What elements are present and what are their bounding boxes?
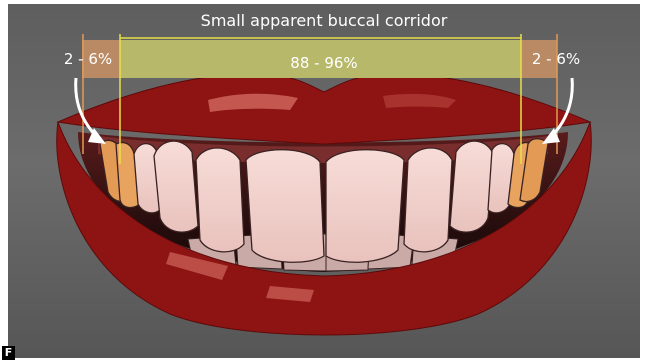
zone-right-label: 2 - 6%: [532, 50, 580, 68]
smile-diagram: Small apparent buccal corridor 88 - 96% …: [8, 4, 640, 358]
upper-lip: [58, 74, 590, 144]
zone-center-label: 88 - 96%: [290, 54, 357, 72]
figure-panel: Small apparent buccal corridor 88 - 96% …: [8, 4, 640, 358]
panel-letter-label: F: [2, 346, 15, 360]
zone-left-label: 2 - 6%: [64, 50, 112, 68]
diagram-title: Small apparent buccal corridor: [201, 11, 448, 30]
